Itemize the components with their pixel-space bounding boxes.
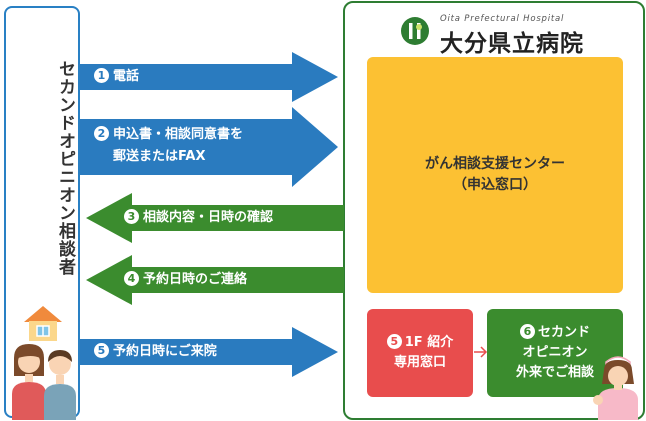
step-1-arrow: 1 電話 <box>80 52 338 102</box>
step-2-number: 2 <box>94 126 109 141</box>
step-4-text: 予約日時のご連絡 <box>143 272 248 287</box>
connector-arrow-icon <box>474 346 488 358</box>
outpatient-line3: 外来でご相談 <box>515 365 594 380</box>
step-5-text: 予約日時にご来院 <box>113 344 217 359</box>
reception-number: 5 <box>386 334 402 349</box>
people-icon <box>12 344 76 420</box>
step-2-text-line2: 郵送またはFAX <box>113 149 206 164</box>
arrow-left-icon <box>86 193 344 243</box>
hospital-subtitle: Oita Prefectural Hospital <box>440 14 565 24</box>
house-icon <box>24 306 62 341</box>
arrow-right-icon <box>80 52 338 102</box>
step-3-text: 相談内容・日時の確認 <box>143 210 274 225</box>
step-5-number: 5 <box>94 343 109 358</box>
outpatient-number: 6 <box>519 324 535 339</box>
cancer-support-center-box: がん相談支援センター （申込窓口） <box>367 57 623 293</box>
step-1-text: 電話 <box>113 69 140 84</box>
step-2-arrow: 2 申込書・相談同意書を 郵送またはFAX <box>80 107 338 187</box>
support-center-title: がん相談支援センター <box>425 156 565 172</box>
step-5-arrow: 5 予約日時にご来院 <box>80 327 338 377</box>
arrow-left-icon <box>86 255 344 305</box>
arrow-right-icon <box>80 107 338 187</box>
outpatient-line2: オピニオン <box>522 345 588 360</box>
hospital-logo-icon <box>401 17 429 45</box>
reception-line2: 専用窓口 <box>393 355 446 370</box>
patient-label: セカンドオピニオン相談者 <box>55 60 75 276</box>
step-4-arrow: 4 予約日時のご連絡 <box>86 255 344 305</box>
support-center-subtitle: （申込窓口） <box>453 177 537 193</box>
nurse-icon <box>593 356 638 420</box>
step-3-number: 3 <box>124 209 139 224</box>
arrow-right-icon <box>80 327 338 377</box>
reception-line1: 1F 紹介 <box>404 335 454 350</box>
step-4-number: 4 <box>124 271 139 286</box>
step-2-text: 申込書・相談同意書を <box>113 127 244 142</box>
hospital-name: 大分県立病院 <box>440 31 584 57</box>
outpatient-line1: セカンド <box>537 325 590 340</box>
step-3-arrow: 3 相談内容・日時の確認 <box>86 193 344 243</box>
step-1-number: 1 <box>94 68 109 83</box>
